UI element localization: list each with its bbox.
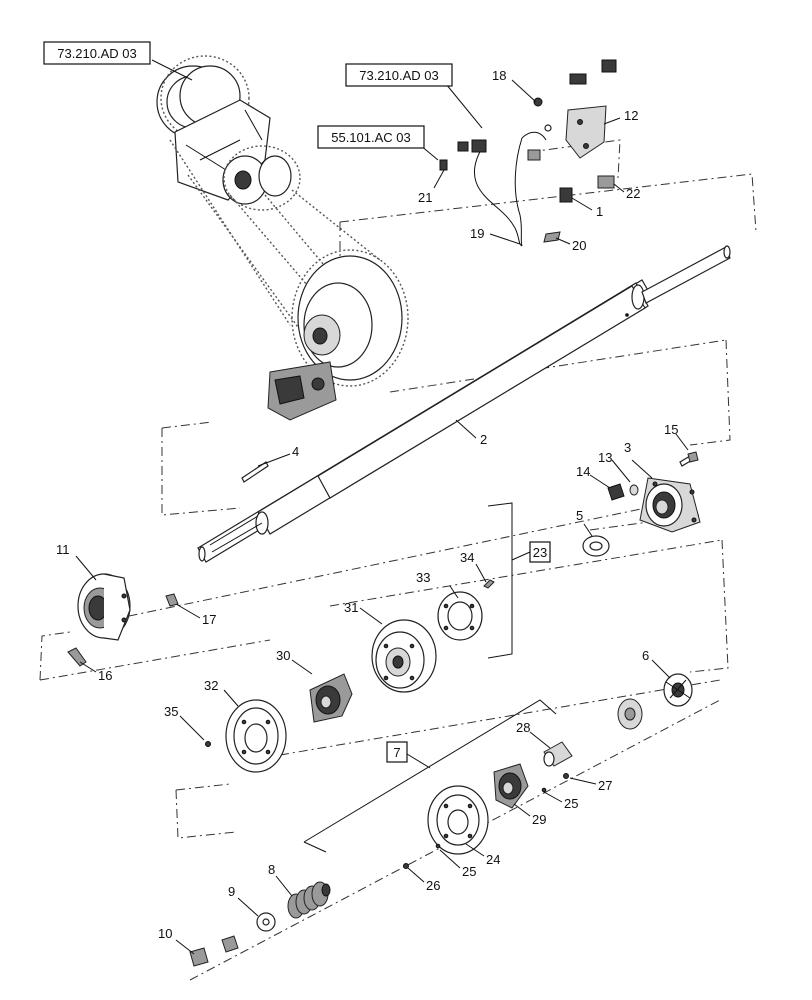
kit-box-7[interactable]: 7 xyxy=(386,741,431,769)
belt-drive-assembly xyxy=(156,55,409,421)
callout-30: 30 xyxy=(276,648,290,663)
callout-3: 3 xyxy=(624,440,631,455)
nut-part-14 xyxy=(607,483,625,501)
callout-16: 16 xyxy=(98,668,112,683)
reference-box-c[interactable]: 55.101.AC 03 xyxy=(317,125,425,149)
callout-24: 24 xyxy=(486,852,500,867)
callout-25a: 25 xyxy=(564,796,578,811)
callout-33: 33 xyxy=(416,570,430,585)
sleeve-part-28 xyxy=(543,741,573,767)
callout-5: 5 xyxy=(576,508,583,523)
callout-14: 14 xyxy=(576,464,590,479)
callout-21: 21 xyxy=(418,190,432,205)
callout-8: 8 xyxy=(268,862,275,877)
callout-6: 6 xyxy=(642,648,649,663)
callout-20: 20 xyxy=(572,238,586,253)
callout-25b: 25 xyxy=(462,864,476,879)
callout-18: 18 xyxy=(492,68,506,83)
pulley-part-32 xyxy=(225,699,287,773)
callout-22: 22 xyxy=(626,186,640,201)
reference-label-c: 55.101.AC 03 xyxy=(331,130,411,145)
kit-label-23: 23 xyxy=(533,545,547,560)
callout-35: 35 xyxy=(164,704,178,719)
nut-part-10b xyxy=(221,935,239,953)
reference-box-b[interactable]: 73.210.AD 03 xyxy=(345,63,453,87)
callout-10: 10 xyxy=(158,926,172,941)
callout-28: 28 xyxy=(516,720,530,735)
key-part-4 xyxy=(241,461,269,483)
washer-part-13 xyxy=(629,484,639,496)
bolt-part-27 xyxy=(563,773,569,779)
nut-part-10 xyxy=(189,947,209,967)
callout-11: 11 xyxy=(56,542,70,557)
bolt-part-17 xyxy=(165,593,179,607)
bolt-part-16 xyxy=(67,647,87,667)
callout-26: 26 xyxy=(426,878,440,893)
callout-19: 19 xyxy=(470,226,484,241)
callout-labels: 1 2 3 4 5 6 8 9 10 11 12 13 14 15 16 17 … xyxy=(56,68,678,941)
callout-13: 13 xyxy=(598,450,612,465)
bolt-part-34 xyxy=(483,579,495,589)
sensor-wheel-part-6 xyxy=(663,673,693,707)
hub-part-30 xyxy=(309,673,353,723)
callout-15: 15 xyxy=(664,422,678,437)
bearing-flange-part-11 xyxy=(77,573,131,641)
washer-part-9 xyxy=(256,912,276,932)
callout-2: 2 xyxy=(480,432,487,447)
callout-9: 9 xyxy=(228,884,235,899)
spring-part-8 xyxy=(287,881,331,919)
callout-27: 27 xyxy=(598,778,612,793)
callout-4: 4 xyxy=(292,444,299,459)
leader-lines xyxy=(75,59,689,955)
callout-34: 34 xyxy=(460,550,474,565)
nut-part-35 xyxy=(205,741,211,747)
callout-17: 17 xyxy=(202,612,216,627)
hub-part-29 xyxy=(493,763,529,809)
reference-label-b: 73.210.AD 03 xyxy=(359,68,439,83)
spacer-part-5 xyxy=(582,535,610,557)
bolt-part-25a xyxy=(541,787,547,793)
pulley-part-24 xyxy=(427,785,489,855)
reference-box-a[interactable]: 73.210.AD 03 xyxy=(43,41,151,65)
callout-1: 1 xyxy=(596,204,603,219)
callout-31: 31 xyxy=(344,600,358,615)
bolt-part-15 xyxy=(679,451,699,467)
sensor-ring xyxy=(617,698,643,730)
bolt-part-26 xyxy=(403,863,409,869)
bearing-flange-part-3 xyxy=(639,477,701,533)
bolt-part-25b xyxy=(435,843,441,849)
pulley-part-31 xyxy=(371,619,437,693)
grouping-lines xyxy=(39,139,757,981)
kit-box-23[interactable]: 23 xyxy=(511,541,551,563)
kit-label-7: 7 xyxy=(393,745,400,760)
callout-12: 12 xyxy=(624,108,638,123)
callout-32: 32 xyxy=(204,678,218,693)
reference-label-a: 73.210.AD 03 xyxy=(57,46,137,61)
plate-part-33 xyxy=(437,591,483,641)
callout-29: 29 xyxy=(532,812,546,827)
main-shaft xyxy=(197,245,731,563)
harness-assembly xyxy=(439,59,617,247)
